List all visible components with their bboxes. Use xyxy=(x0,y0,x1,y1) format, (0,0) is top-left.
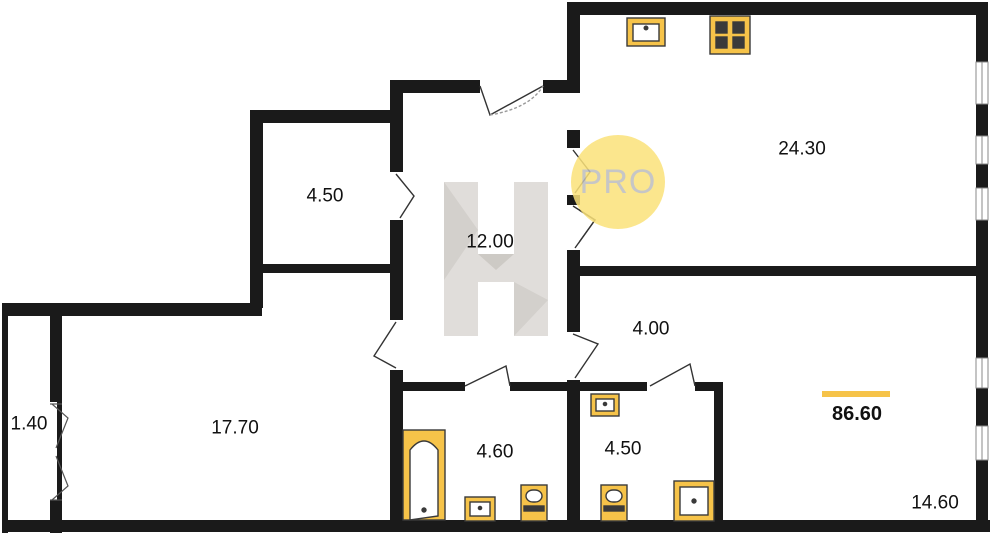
sink-icon xyxy=(464,496,496,522)
door-icon xyxy=(373,80,696,391)
room-area-hallway: 12.00 xyxy=(466,231,514,253)
room-area-toilet-room: 4.50 xyxy=(604,438,642,460)
stove-icon xyxy=(709,15,751,55)
toilet-icon xyxy=(520,484,548,522)
balcony-door-icon xyxy=(47,402,69,501)
shower-icon xyxy=(673,480,715,522)
room-area-living-room: 24.30 xyxy=(778,138,826,160)
total-accent-bar xyxy=(822,391,890,397)
room-area-corridor: 4.00 xyxy=(632,318,670,340)
room-area-bathroom: 4.60 xyxy=(476,441,514,463)
pro-badge: PRO xyxy=(571,135,665,229)
bathtub-icon xyxy=(402,429,446,521)
room-area-large-bedroom: 17.70 xyxy=(211,417,259,439)
pro-badge-label: PRO xyxy=(579,162,657,201)
room-area-balcony: 1.40 xyxy=(10,413,48,435)
sink-icon xyxy=(626,17,666,47)
fixtures xyxy=(402,15,751,522)
toilet-icon xyxy=(600,484,628,522)
total-area: 86.60 xyxy=(831,403,883,425)
watermark-logo xyxy=(444,182,548,336)
room-area-kitchen: 14.60 xyxy=(911,492,959,514)
room-area-small-bedroom: 4.50 xyxy=(306,185,344,207)
sink-icon xyxy=(590,393,620,417)
window-icon xyxy=(975,61,989,461)
